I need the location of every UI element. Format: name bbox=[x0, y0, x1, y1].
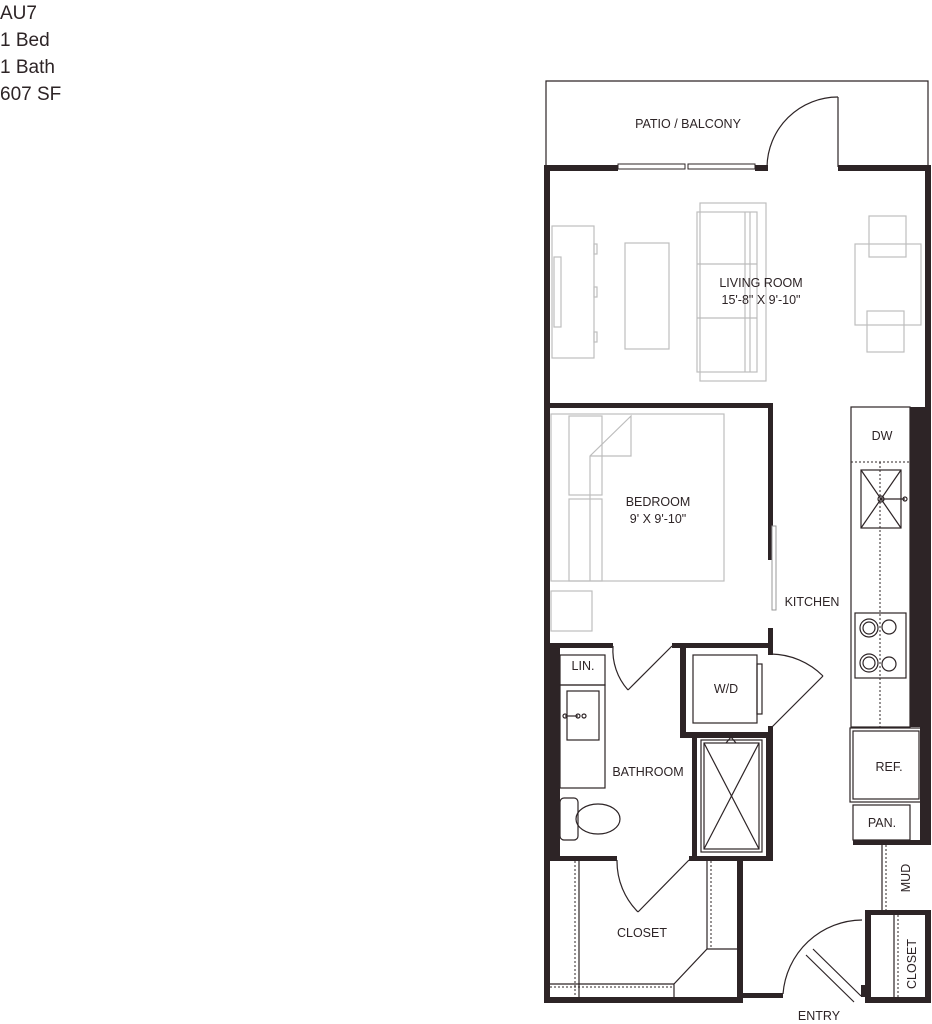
label-patio: PATIO / BALCONY bbox=[635, 117, 741, 131]
label-ref: REF. bbox=[875, 760, 902, 774]
refrigerator bbox=[849, 727, 923, 803]
label-kitchen: KITCHEN bbox=[785, 595, 840, 609]
cooktop bbox=[854, 612, 907, 679]
balcony-door bbox=[766, 96, 839, 168]
label-mud: MUD bbox=[899, 864, 913, 892]
bed bbox=[550, 413, 725, 582]
label-entry-closet: CLOSET bbox=[905, 939, 919, 989]
unit-name: AU7 bbox=[0, 3, 37, 24]
label-closet: CLOSET bbox=[617, 926, 667, 940]
label-entry: ENTRY bbox=[798, 1009, 841, 1023]
unit-baths: 1 Bath bbox=[0, 57, 55, 78]
sliding-door bbox=[771, 525, 777, 611]
unit-info: AU7 1 Bed 1 Bath 607 SF bbox=[0, 0, 61, 108]
sofa bbox=[696, 202, 767, 382]
label-living-room-dims: 15'-8" X 9'-10" bbox=[722, 293, 801, 307]
label-pantry: PAN. bbox=[868, 816, 896, 830]
mud-area bbox=[881, 845, 887, 910]
unit-beds: 1 Bed bbox=[0, 30, 50, 51]
dining-table bbox=[854, 215, 922, 353]
entry-closet bbox=[893, 915, 899, 997]
entry-door bbox=[782, 919, 863, 1003]
label-bedroom: BEDROOM bbox=[626, 495, 691, 509]
shower bbox=[700, 736, 763, 853]
nightstand bbox=[550, 590, 593, 632]
label-linen: LIN. bbox=[572, 659, 595, 673]
vanity bbox=[559, 684, 606, 789]
unit-area: 607 SF bbox=[0, 84, 62, 105]
label-dw: DW bbox=[872, 429, 893, 443]
coffee-table bbox=[624, 242, 670, 350]
bedroom-door bbox=[612, 645, 673, 691]
wd-door bbox=[770, 653, 824, 729]
toilet bbox=[559, 797, 621, 841]
label-bedroom-dims: 9' X 9'-10" bbox=[630, 512, 686, 526]
walls bbox=[544, 165, 931, 1003]
label-bathroom: BATHROOM bbox=[612, 765, 683, 779]
label-living-room: LIVING ROOM bbox=[719, 276, 802, 290]
tv-console bbox=[551, 225, 598, 359]
sliding-window bbox=[617, 163, 756, 170]
patio bbox=[545, 80, 929, 165]
label-wd: W/D bbox=[714, 682, 738, 696]
bathroom-door bbox=[616, 859, 690, 913]
closet-shelving bbox=[550, 861, 737, 997]
pantry bbox=[852, 804, 911, 841]
sink bbox=[860, 469, 908, 529]
kitchen-counter bbox=[850, 406, 911, 728]
